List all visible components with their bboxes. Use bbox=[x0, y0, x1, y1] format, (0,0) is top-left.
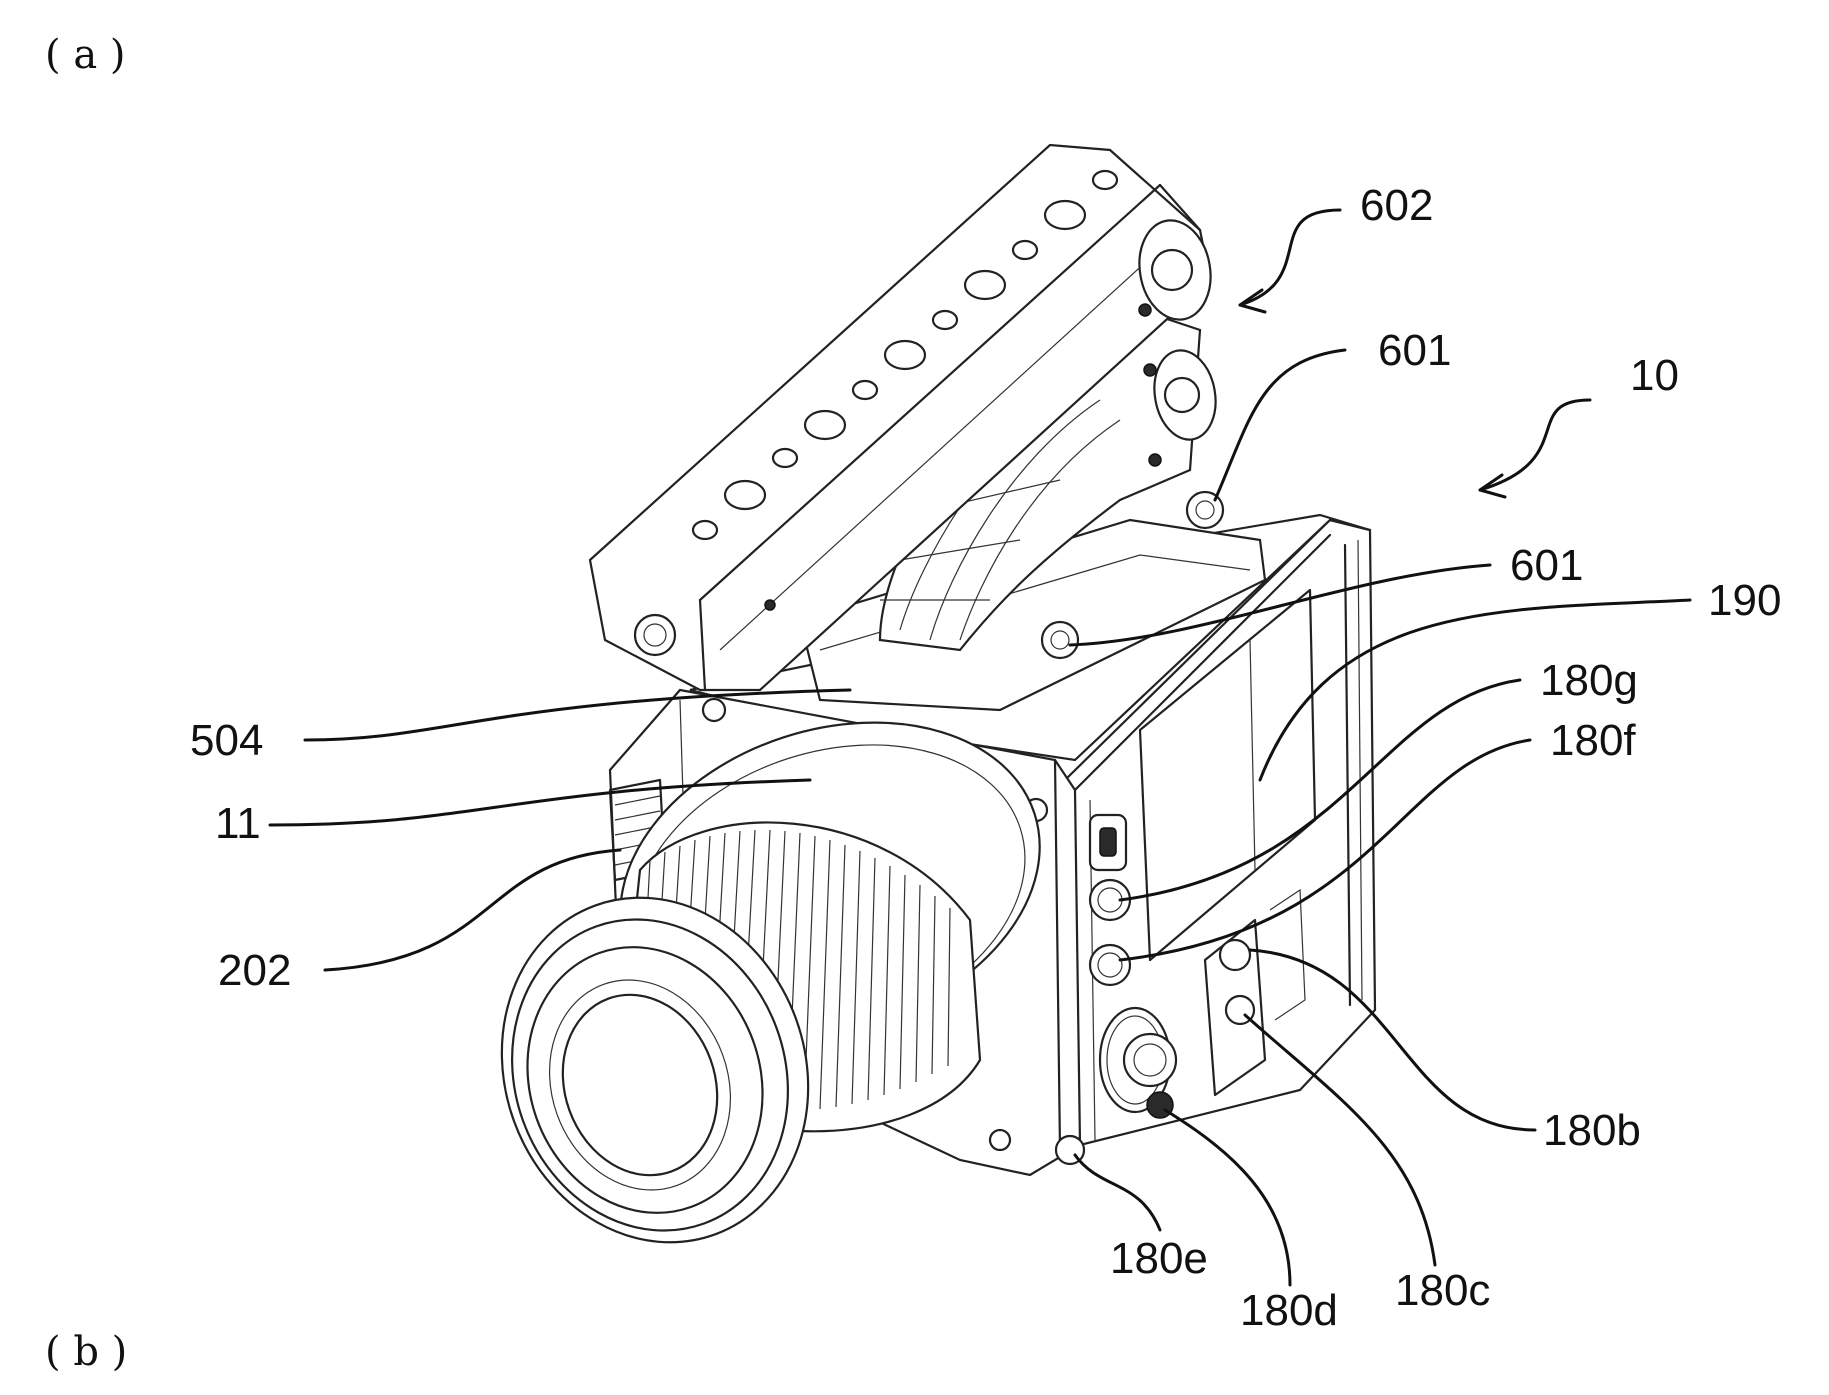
ref-601-top: 601 bbox=[1378, 326, 1451, 375]
leader-601-mid bbox=[1068, 563, 1492, 647]
ref-180c: 180c bbox=[1395, 1266, 1490, 1315]
ref-190: 190 bbox=[1708, 576, 1781, 625]
panel-label-a: ( a ) bbox=[45, 32, 126, 78]
leader-lines bbox=[268, 208, 1692, 1287]
ref-180b: 180b bbox=[1543, 1106, 1641, 1155]
ref-11: 11 bbox=[215, 799, 261, 848]
leader-602 bbox=[1238, 208, 1342, 307]
lens-glass bbox=[561, 993, 719, 1177]
reference-labels: 602 601 10 601 190 180g 180f 504 11 202 … bbox=[190, 181, 1781, 1335]
leader-180d bbox=[1163, 1108, 1292, 1287]
leader-180c bbox=[1243, 1013, 1437, 1267]
leader-10 bbox=[1478, 398, 1592, 492]
ref-180e: 180e bbox=[1110, 1234, 1208, 1283]
leader-504 bbox=[303, 688, 852, 742]
ref-10: 10 bbox=[1630, 351, 1679, 400]
leader-180e bbox=[1073, 1153, 1162, 1232]
button-180d bbox=[1122, 1032, 1178, 1088]
ref-180d: 180d bbox=[1240, 1286, 1338, 1335]
handle-mount-base bbox=[798, 518, 1267, 712]
ref-504: 504 bbox=[190, 716, 263, 765]
ref-601-mid: 601 bbox=[1510, 541, 1583, 590]
button-180b bbox=[1218, 938, 1252, 972]
leader-11 bbox=[268, 778, 812, 827]
camera-drawing bbox=[500, 143, 1377, 1244]
lens bbox=[500, 821, 982, 1244]
ref-180g: 180g bbox=[1540, 656, 1638, 705]
ref-180f: 180f bbox=[1550, 716, 1636, 765]
panel-label-b: ( b ) bbox=[45, 1329, 127, 1375]
leader-180g bbox=[1118, 678, 1522, 902]
leader-190 bbox=[1258, 598, 1692, 782]
button-180-lower bbox=[1088, 943, 1132, 987]
leader-180b bbox=[1248, 948, 1537, 1132]
screw-601-mid bbox=[1040, 620, 1080, 660]
leader-601-top bbox=[1213, 348, 1347, 502]
leader-180f bbox=[1118, 738, 1532, 962]
top-handle-bar bbox=[588, 143, 1217, 692]
ref-202: 202 bbox=[218, 946, 291, 995]
ref-602: 602 bbox=[1360, 181, 1433, 230]
leader-202 bbox=[323, 848, 622, 972]
